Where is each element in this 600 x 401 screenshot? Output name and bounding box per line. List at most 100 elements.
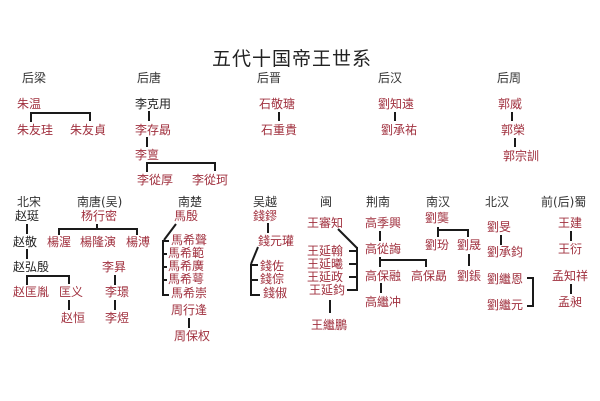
connector-line (511, 112, 513, 121)
connector-line (379, 259, 427, 261)
ruler-name: 李亶 (135, 148, 160, 162)
ruler-name: 馬殷 (174, 209, 199, 223)
connector-line (349, 250, 356, 252)
dynasty-label-beisong: 北宋 (17, 195, 42, 209)
ruler-name: 李煜 (105, 311, 130, 325)
ruler-name: 錢倧 (260, 272, 285, 286)
connector-line (250, 264, 258, 266)
ruler-name: 錢俶 (263, 286, 288, 300)
connector-line (250, 294, 260, 296)
ruler-name: 楊渥 (47, 235, 72, 249)
connector-line (188, 318, 190, 328)
ruler-name: 劉晟 (457, 238, 482, 252)
ruler-name: 高從誨 (365, 242, 402, 256)
ruler-name: 石敬瑭 (259, 97, 296, 111)
connector-line (146, 162, 148, 172)
connector-line (162, 279, 167, 281)
ruler-name: 劉鋹 (457, 269, 482, 283)
connector-line (437, 229, 469, 231)
connector-line (278, 112, 280, 121)
connector-line (379, 231, 381, 241)
connector-line (380, 283, 382, 293)
dynasty-label-nanhan: 南汉 (426, 195, 451, 209)
ruler-name: 王審知 (307, 216, 344, 230)
ruler-name: 高季興 (365, 216, 402, 230)
ruler-name: 匡义 (59, 285, 84, 299)
connector-line (68, 300, 70, 310)
ruler-name: 高保融 (365, 269, 402, 283)
connector-line (500, 235, 502, 245)
ruler-name: 赵敬 (13, 235, 38, 249)
ruler-name: 朱友貞 (70, 123, 107, 137)
connector-line (527, 305, 534, 307)
connector-line (162, 266, 167, 268)
connector-line (214, 162, 216, 171)
ruler-name: 王建 (558, 216, 583, 230)
ruler-name: 李璟 (105, 285, 130, 299)
ruler-name: 錢佐 (260, 259, 285, 273)
connector-line (26, 224, 28, 234)
connector-line (162, 240, 164, 296)
connector-line (250, 279, 258, 281)
ruler-name: 馬希聲 (171, 233, 208, 247)
connector-line (162, 253, 167, 255)
dynasty-label-houhan: 后汉 (378, 71, 403, 85)
connector-line (136, 228, 138, 235)
chart-title: 五代十国帝王世系 (212, 48, 373, 70)
dynasty-label-houjin: 后晋 (257, 71, 282, 85)
connector-line (379, 257, 381, 267)
ruler-name: 赵匡胤 (13, 285, 50, 299)
ruler-name: 朱温 (17, 97, 42, 111)
ruler-name: 孟知祥 (552, 269, 589, 283)
connector-line (26, 275, 28, 285)
connector-line (267, 223, 269, 233)
ruler-name: 郭威 (498, 97, 523, 111)
connector-line (146, 162, 216, 164)
dynasty-label-jingnan: 荆南 (366, 195, 391, 209)
connector-line (26, 275, 70, 277)
connector-line (425, 259, 427, 267)
dynasty-label-houzhou: 后周 (497, 71, 522, 85)
connector-line (394, 112, 396, 121)
connector-line (347, 289, 358, 291)
dynasty-label-nantang: 南唐(吴) (77, 195, 123, 209)
ruler-name: 李昪 (102, 260, 127, 274)
connector-line (527, 277, 534, 279)
ruler-name: 赵珽 (15, 209, 40, 223)
ruler-name: 錢元瓘 (258, 234, 295, 248)
connector-line (532, 277, 534, 307)
ruler-name: 劉旻 (487, 220, 512, 234)
ruler-name: 楊溥 (126, 235, 151, 249)
connector-line (148, 111, 150, 121)
connector-line (30, 112, 91, 114)
dynasty-label-min: 闽 (320, 195, 333, 209)
ruler-name: 杨行密 (81, 209, 118, 223)
connector-line (30, 112, 32, 122)
connector-line (89, 112, 91, 121)
ruler-name: 朱友珪 (17, 123, 54, 137)
ruler-name: 劉承鈞 (487, 245, 524, 259)
ruler-name: 李克用 (135, 97, 172, 111)
ruler-name: 錢鏐 (253, 209, 278, 223)
ruler-name: 王延鈞 (309, 283, 346, 297)
ruler-name: 孟昶 (558, 295, 583, 309)
ruler-name: 李從珂 (192, 173, 229, 187)
ruler-name: 劉承祐 (381, 123, 418, 137)
connector-line (437, 227, 439, 237)
ruler-name: 王延政 (307, 270, 344, 284)
connector-line (514, 138, 516, 147)
connector-line (114, 300, 116, 310)
ruler-name: 郭榮 (501, 123, 526, 137)
ruler-name: 高繼冲 (365, 295, 402, 309)
ruler-name: 李從厚 (137, 173, 174, 187)
ruler-name: 劉玢 (425, 238, 450, 252)
ruler-name: 赵恒 (61, 311, 86, 325)
connector-line (114, 275, 116, 285)
connector-line (349, 276, 356, 278)
connector-line (58, 228, 138, 230)
connector-line (349, 263, 356, 265)
connector-line (26, 249, 28, 259)
ruler-name: 石重貴 (261, 123, 298, 137)
connector-line (58, 228, 60, 235)
ruler-name: 王延曦 (307, 257, 344, 271)
